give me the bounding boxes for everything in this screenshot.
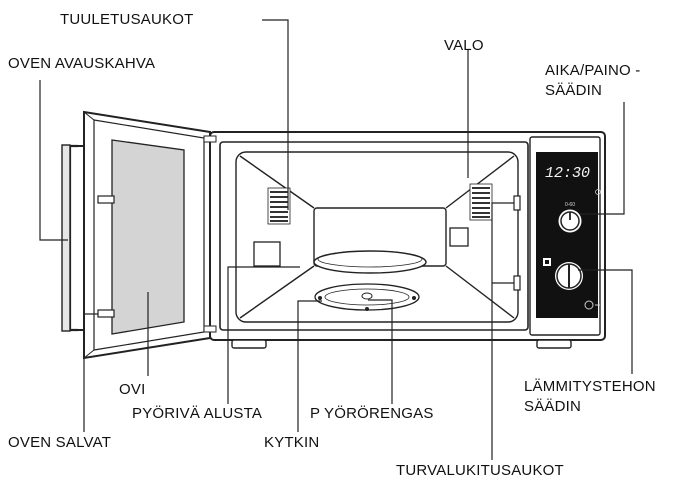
microwave-body [209, 131, 606, 349]
label-kytkin: KYTKIN [264, 434, 320, 451]
label-pyororengas: P YÖRÖRENGAS [310, 405, 434, 422]
door-window [111, 139, 185, 335]
clock-display: 12:30 [545, 165, 590, 182]
label-aika-paino-1: AIKA/PAINO - [545, 62, 641, 79]
glass-turntable [313, 250, 427, 274]
control-panel: 0-60 [529, 136, 601, 336]
leader-kytkin [297, 300, 322, 432]
door-hinge-top [203, 135, 217, 143]
label-lammitystehon-2: SÄÄDIN [524, 398, 582, 415]
light-cover [449, 227, 469, 247]
label-pyoriva-alusta: PYÖRIVÄ ALUSTA [132, 405, 263, 422]
door-handle [61, 144, 84, 332]
label-tuuletusaukot: TUULETUSAUKOT [60, 11, 194, 28]
leader-turvalukitusaukot [491, 202, 514, 460]
label-valo: VALO [444, 37, 484, 54]
leader-aika-paino [580, 102, 625, 215]
door-hinge-bottom [203, 325, 217, 333]
leader-oven-salvat [83, 313, 98, 432]
leader-pyororengas [368, 299, 393, 404]
label-aika-paino-2: SÄÄDIN [545, 82, 603, 99]
oven-cavity [235, 151, 519, 323]
leader-oven-avauskahva [39, 80, 68, 241]
leader-lammitystehon [578, 269, 633, 374]
leader-tuuletusaukot [262, 19, 289, 210]
label-lammitystehon-1: LÄMMITYSTEHON [524, 378, 656, 395]
label-ovi: OVI [119, 381, 146, 398]
roller-ring [314, 283, 420, 311]
svg-text:0-60: 0-60 [565, 202, 575, 208]
safety-lock-hole-bottom [513, 275, 521, 291]
label-oven-avauskahva: OVEN AVAUSKAHVA [8, 55, 156, 72]
waveguide-cover [253, 241, 281, 267]
label-turvalukitusaukot: TURVALUKITUSAUKOT [396, 462, 564, 479]
label-oven-salvat: OVEN SALVAT [8, 434, 112, 451]
right-vent-grille [469, 183, 493, 221]
leader-pyoriva-alusta [227, 266, 300, 404]
safety-lock-hole-top [513, 195, 521, 211]
left-vent-grille [267, 187, 291, 225]
